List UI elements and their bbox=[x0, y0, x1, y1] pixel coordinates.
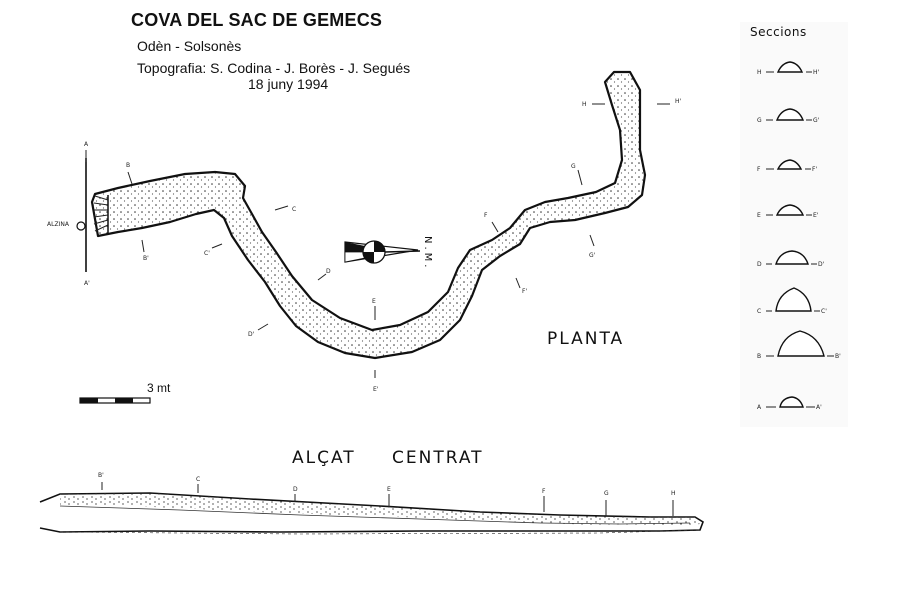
section-f-left: F bbox=[757, 166, 761, 173]
section-f-shape bbox=[776, 159, 803, 170]
entrance-label: ALZINA bbox=[47, 221, 69, 228]
sections-panel bbox=[740, 22, 848, 427]
scale-label: 3 mt bbox=[147, 381, 171, 395]
section-g-right: G' bbox=[813, 117, 820, 124]
section-b-left: B bbox=[757, 353, 762, 360]
survey-date: 18 juny 1994 bbox=[248, 76, 329, 92]
mark-a: A bbox=[84, 141, 89, 148]
profile-mark-h: H bbox=[671, 490, 676, 497]
mark-b: B bbox=[126, 162, 131, 169]
plan-label: PLANTA bbox=[547, 329, 625, 349]
section-d-left: D bbox=[757, 261, 762, 268]
section-a-right: A' bbox=[816, 404, 822, 411]
section-f-right: F' bbox=[812, 166, 818, 173]
mark-c: C bbox=[292, 206, 297, 213]
sections-title: Seccions bbox=[750, 25, 807, 39]
section-b-shape bbox=[777, 330, 825, 357]
profile-mark-e: E bbox=[387, 486, 391, 493]
scale-bar bbox=[79, 397, 151, 404]
plan-section-marks bbox=[85, 103, 670, 378]
mark-e-prime: E' bbox=[373, 386, 379, 393]
mark-d-prime: D' bbox=[248, 331, 255, 338]
section-a-shape bbox=[779, 396, 804, 408]
profile-mark-c: C bbox=[196, 476, 201, 483]
mark-h-prime: H' bbox=[675, 98, 682, 105]
north-arrow-icon bbox=[344, 240, 421, 264]
section-e-right: E' bbox=[813, 212, 819, 219]
section-e-left: E bbox=[757, 212, 761, 219]
profile-mark-d: D bbox=[293, 486, 298, 493]
entrance-tree-icon bbox=[76, 221, 86, 231]
mark-b-prime: B' bbox=[143, 255, 149, 262]
map-title: COVA DEL SAC DE GEMECS bbox=[131, 10, 383, 30]
entrance-hatching bbox=[93, 195, 109, 232]
mark-e: E bbox=[372, 298, 376, 305]
cave-plan-passage bbox=[90, 70, 647, 360]
section-d-shape bbox=[775, 250, 809, 265]
section-d-right: D' bbox=[818, 261, 825, 268]
location-text: Odèn - Solsonès bbox=[137, 38, 242, 54]
mark-h: H bbox=[582, 101, 587, 108]
section-g-left: G bbox=[757, 117, 762, 124]
section-c-right: C' bbox=[821, 308, 827, 315]
section-h-shape bbox=[776, 61, 804, 73]
profile-label-2: CENTRAT bbox=[392, 448, 484, 468]
mark-d: D bbox=[326, 268, 331, 275]
section-c-shape bbox=[775, 287, 812, 312]
profile-mark-f: F bbox=[542, 488, 546, 495]
north-label: N.M. bbox=[422, 236, 433, 271]
section-h-left: H bbox=[757, 69, 762, 76]
section-h-right: H' bbox=[813, 69, 820, 76]
mark-a-prime: A' bbox=[84, 280, 90, 287]
mark-f: F bbox=[484, 212, 488, 219]
mark-f-prime: F' bbox=[522, 288, 528, 295]
profile-label-1: ALÇAT bbox=[292, 448, 356, 468]
topography-credits: Topografia: S. Codina - J. Borès - J. Se… bbox=[137, 60, 411, 76]
section-g-shape bbox=[775, 108, 805, 121]
mark-g: G bbox=[571, 163, 576, 170]
profile-mark-g: G bbox=[604, 490, 609, 497]
section-c-left: C bbox=[757, 308, 762, 315]
mark-g-prime: G' bbox=[589, 252, 596, 259]
section-a-left: A bbox=[757, 404, 762, 411]
profile-mark-b: B' bbox=[98, 472, 104, 479]
section-b-right: B' bbox=[835, 353, 841, 360]
section-e-shape bbox=[775, 204, 805, 216]
cave-profile bbox=[39, 482, 704, 535]
mark-c-prime: C' bbox=[204, 250, 210, 257]
